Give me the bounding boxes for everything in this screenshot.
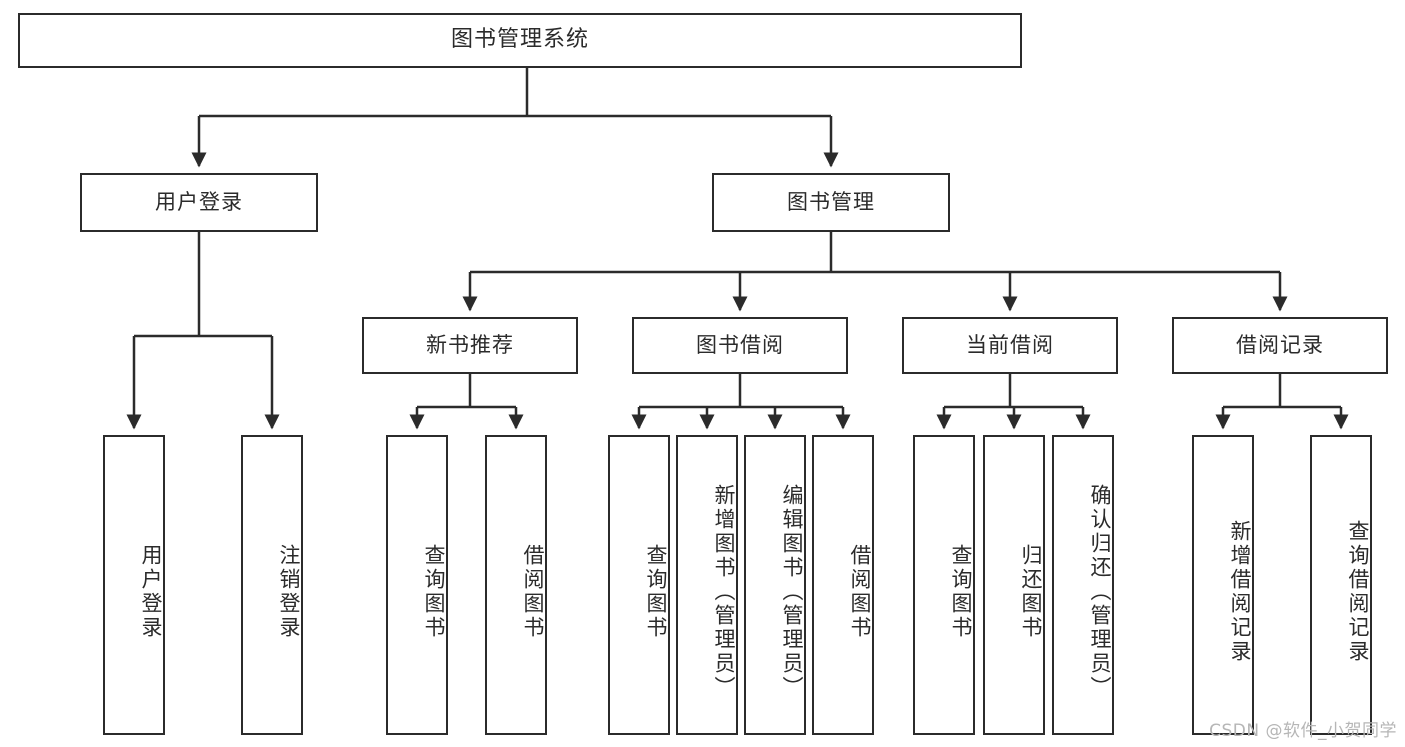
node-label: 借阅图书 <box>848 544 872 640</box>
node-label: 归还图书 <box>1019 544 1043 640</box>
node-label: 确认归还（管理员） <box>1088 484 1112 700</box>
node-label: 查询图书 <box>644 544 668 640</box>
node-leaf-user-logout[interactable]: 注销登录 <box>241 435 303 735</box>
node-label: 借阅图书 <box>521 544 545 640</box>
node-leaf-query-book-recommend[interactable]: 查询图书 <box>386 435 448 735</box>
node-label: 新增借阅记录 <box>1228 520 1252 664</box>
node-leaf-query-borrow-record[interactable]: 查询借阅记录 <box>1310 435 1372 735</box>
node-leaf-add-borrow-record[interactable]: 新增借阅记录 <box>1192 435 1254 735</box>
node-label: 借阅记录 <box>1236 332 1324 357</box>
node-label: 图书管理系统 <box>450 27 589 53</box>
node-book-borrow[interactable]: 图书借阅 <box>632 317 848 374</box>
watermark: CSDN @软件_小贺同学 <box>1209 721 1397 741</box>
node-label: 用户登录 <box>139 544 163 640</box>
node-label: 查询图书 <box>949 544 973 640</box>
node-label: 查询借阅记录 <box>1346 520 1370 664</box>
node-label: 编辑图书（管理员） <box>780 484 804 700</box>
node-label: 当前借阅 <box>966 332 1054 357</box>
node-leaf-query-book-current[interactable]: 查询图书 <box>913 435 975 735</box>
node-leaf-borrow-book[interactable]: 借阅图书 <box>812 435 874 735</box>
node-leaf-return-book[interactable]: 归还图书 <box>983 435 1045 735</box>
node-current-borrow[interactable]: 当前借阅 <box>902 317 1118 374</box>
node-leaf-add-book-admin[interactable]: 新增图书（管理员） <box>676 435 738 735</box>
node-label: 新书推荐 <box>426 332 514 357</box>
node-label: 新增图书（管理员） <box>712 484 736 700</box>
node-leaf-query-book-borrow[interactable]: 查询图书 <box>608 435 670 735</box>
node-label: 用户登录 <box>155 189 243 214</box>
node-label: 查询图书 <box>422 544 446 640</box>
node-leaf-confirm-return-admin[interactable]: 确认归还（管理员） <box>1052 435 1114 735</box>
node-label: 注销登录 <box>277 544 301 640</box>
node-borrow-record[interactable]: 借阅记录 <box>1172 317 1388 374</box>
node-label: 图书借阅 <box>696 332 784 357</box>
node-user-login[interactable]: 用户登录 <box>80 173 318 232</box>
node-leaf-borrow-book-recommend[interactable]: 借阅图书 <box>485 435 547 735</box>
node-leaf-user-login[interactable]: 用户登录 <box>103 435 165 735</box>
node-new-book-recommend[interactable]: 新书推荐 <box>362 317 578 374</box>
node-root[interactable]: 图书管理系统 <box>18 13 1022 68</box>
node-book-management[interactable]: 图书管理 <box>712 173 950 232</box>
node-leaf-edit-book-admin[interactable]: 编辑图书（管理员） <box>744 435 806 735</box>
node-label: 图书管理 <box>787 189 875 214</box>
